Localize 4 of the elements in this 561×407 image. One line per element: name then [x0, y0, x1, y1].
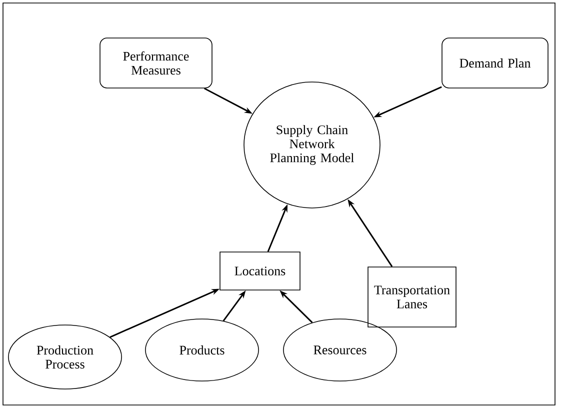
rounded-box: Performance Measures — [100, 38, 212, 88]
rounded-box: Demand Plan — [442, 38, 548, 88]
process-box: Locations — [220, 252, 300, 290]
process-box: Transportation Lanes — [368, 266, 456, 328]
